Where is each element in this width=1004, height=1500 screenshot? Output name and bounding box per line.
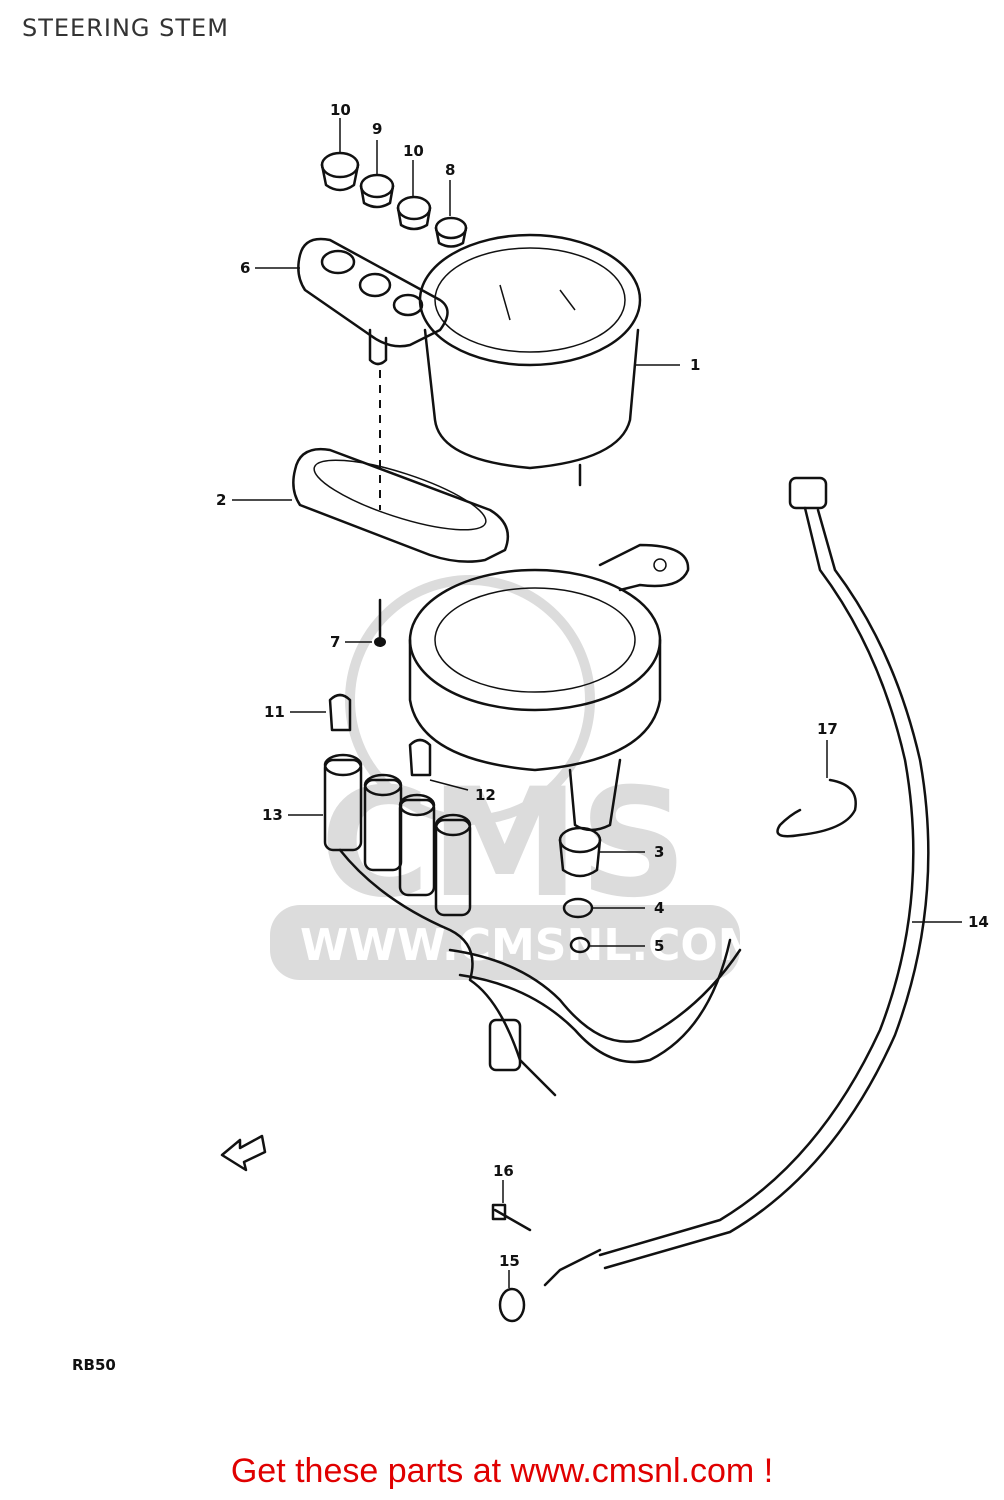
footer-link[interactable]: Get these parts at www.cmsnl.com ! — [230, 1452, 774, 1490]
callout-4: 4 — [654, 899, 664, 917]
callout-7: 7 — [330, 633, 340, 651]
bulbs — [328, 693, 432, 777]
leader-lines — [232, 118, 962, 1288]
callout-15: 15 — [499, 1252, 520, 1270]
direction-arrow-icon — [220, 1134, 267, 1172]
callout-1: 1 — [690, 356, 700, 374]
indicator-caps — [320, 151, 468, 248]
callout-12: 12 — [475, 786, 496, 804]
speedometer-cable — [543, 476, 930, 1287]
callout-11: 11 — [264, 703, 285, 721]
meter-bracket — [292, 447, 510, 563]
model-code: RB50 — [72, 1356, 116, 1374]
page-title: STEERING STEM — [22, 14, 229, 42]
callout-2: 2 — [216, 491, 226, 509]
callout-10b: 10 — [403, 142, 424, 160]
callout-13: 13 — [262, 806, 283, 824]
clip-bolt-oring — [491, 778, 857, 1323]
watermark-url: WWW.CMSNL.COM — [300, 920, 762, 971]
callout-14: 14 — [968, 913, 989, 931]
watermark: CMS WWW.CMSNL.COM — [270, 575, 762, 980]
bulb-sockets — [323, 753, 472, 917]
screw-7 — [374, 598, 386, 647]
watermark-logo: CMS — [320, 757, 687, 931]
callout-5: 5 — [654, 937, 664, 955]
callout-17: 17 — [817, 720, 838, 738]
callouts: 10 9 10 8 6 1 2 7 11 12 13 3 4 5 17 14 1… — [72, 101, 989, 1374]
callout-10a: 10 — [330, 101, 351, 119]
callout-9: 9 — [372, 120, 382, 138]
speedometer — [418, 233, 642, 487]
parts-diagram: CMS WWW.CMSNL.COM — [72, 101, 989, 1374]
callout-8: 8 — [445, 161, 455, 179]
callout-16: 16 — [493, 1162, 514, 1180]
wire-harness — [338, 848, 742, 1097]
callout-3: 3 — [654, 843, 664, 861]
callout-6: 6 — [240, 259, 250, 277]
